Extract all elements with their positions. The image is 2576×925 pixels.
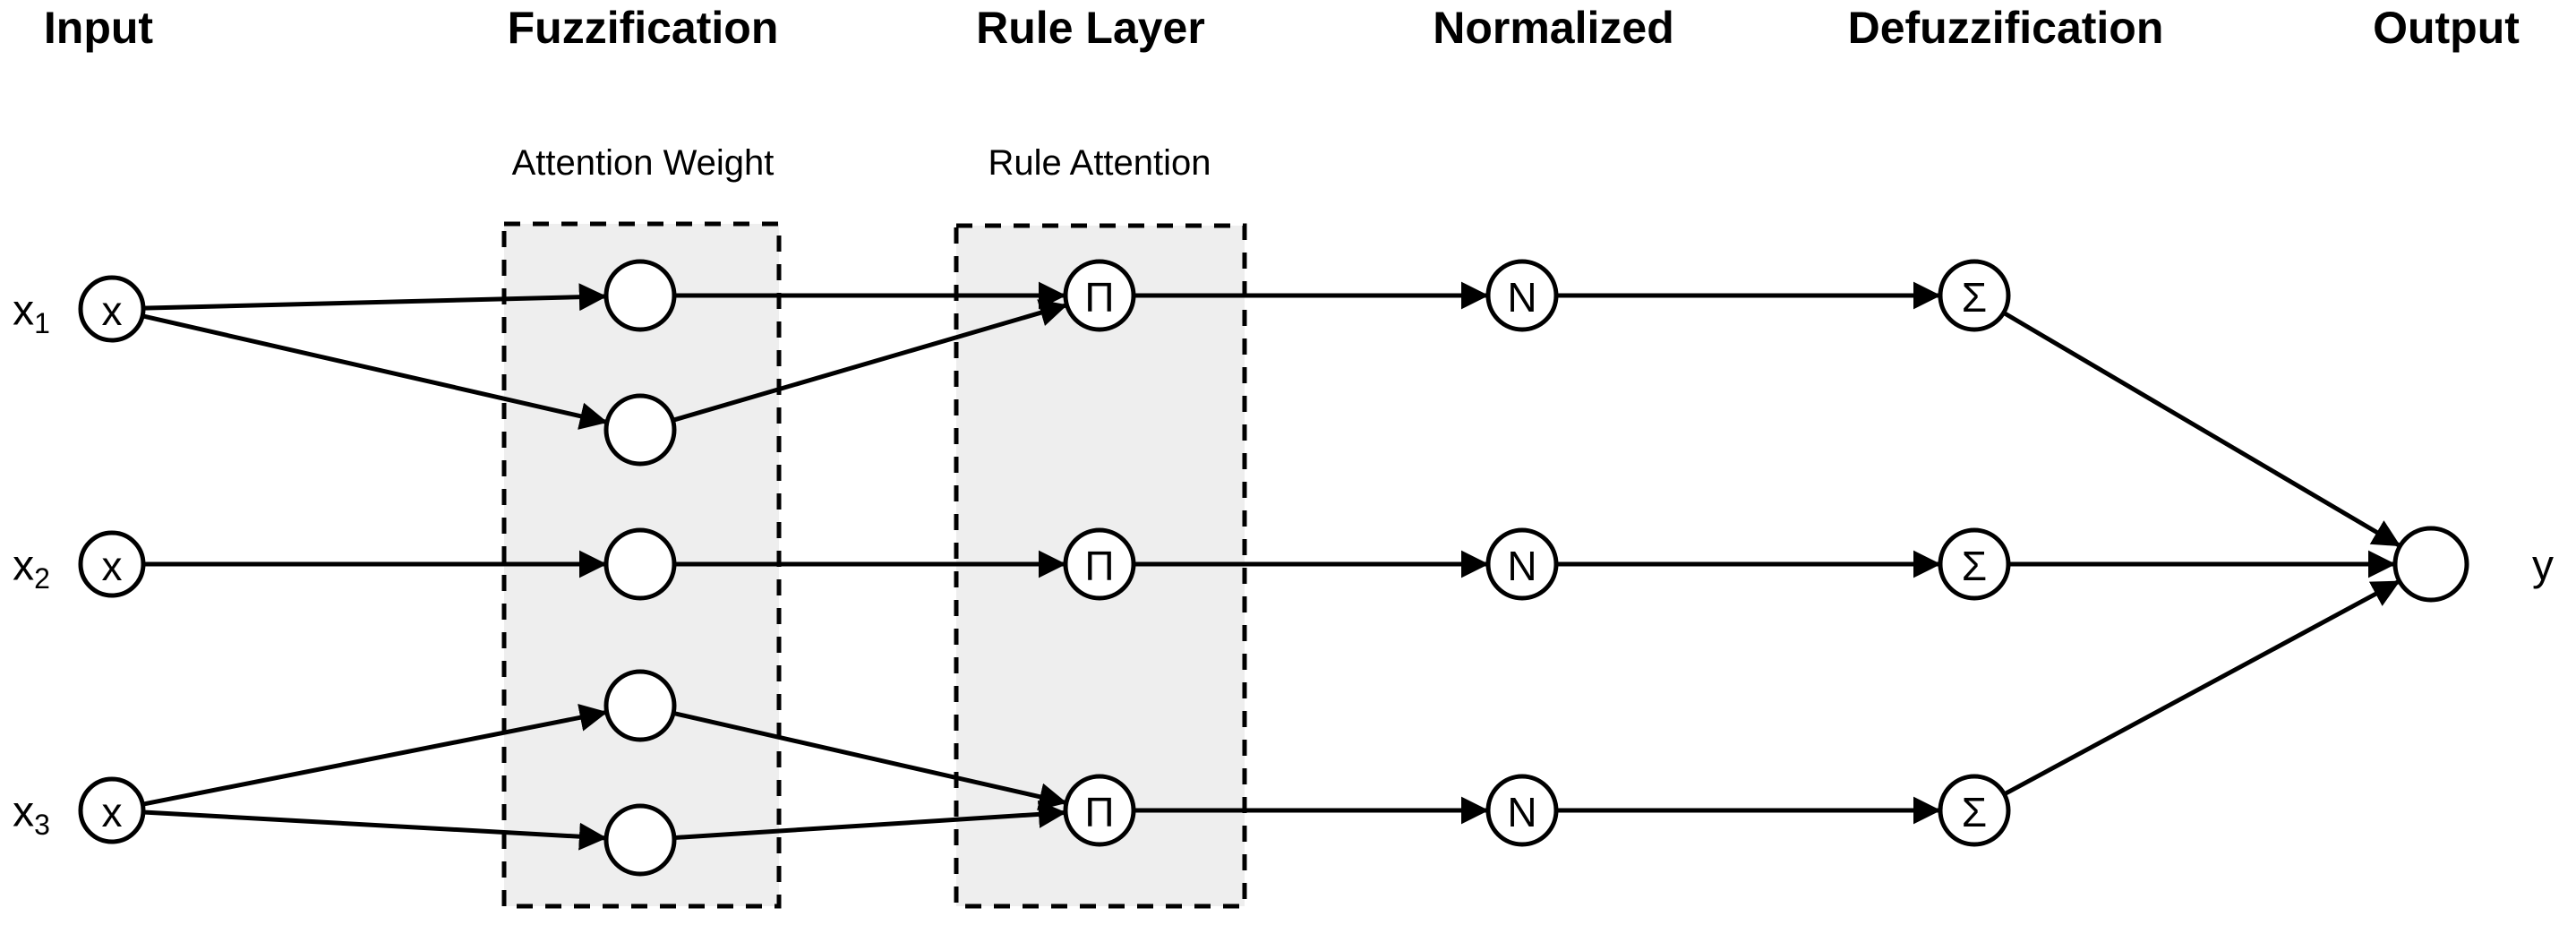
- edges-group: [141, 281, 2401, 851]
- input-label-x1: x1: [13, 287, 50, 340]
- node-n3[interactable]: N: [1485, 774, 1559, 847]
- edge-x1-f2: [141, 313, 608, 430]
- column-header-rule-layer: Rule Layer: [976, 3, 1205, 53]
- node-r2[interactable]: Π: [1063, 527, 1136, 601]
- node-x1[interactable]: x x1: [13, 275, 146, 343]
- node-circle-f2[interactable]: [603, 393, 677, 467]
- node-circle-f4[interactable]: [603, 669, 677, 742]
- edge-x3-f5: [142, 809, 607, 851]
- nodes-group: x x1 x x2 x x3 Π Π Π N N N Σ Σ Σy: [13, 259, 2554, 877]
- node-r3[interactable]: Π: [1063, 774, 1136, 847]
- node-label-r1: Π: [1084, 274, 1114, 321]
- node-circle-f3[interactable]: [603, 527, 677, 601]
- input-label-x2: x2: [13, 543, 50, 595]
- node-label-d3: Σ: [1962, 789, 1987, 835]
- node-f3[interactable]: [603, 527, 677, 601]
- node-circle-x1[interactable]: [78, 275, 146, 343]
- node-circle-r3[interactable]: [1063, 774, 1136, 847]
- column-header-input: Input: [44, 3, 154, 53]
- node-circle-x3[interactable]: [78, 776, 146, 844]
- node-label-x2: x: [102, 543, 123, 589]
- node-circle-f1[interactable]: [603, 259, 677, 332]
- node-d2[interactable]: Σ: [1938, 527, 2011, 601]
- node-label-x3: x: [102, 789, 123, 835]
- node-r1[interactable]: Π: [1063, 259, 1136, 332]
- node-label-n1: N: [1507, 274, 1536, 321]
- node-f2[interactable]: [603, 393, 677, 467]
- node-circle-n2[interactable]: [1485, 527, 1559, 601]
- edge-f2-r1: [672, 299, 1068, 423]
- column-header-fuzzification: Fuzzification: [508, 3, 779, 53]
- node-label-x1: x: [102, 287, 123, 334]
- node-label-r3: Π: [1084, 789, 1114, 835]
- node-label-n2: N: [1507, 543, 1536, 589]
- column-header-output: Output: [2373, 3, 2520, 53]
- node-n2[interactable]: N: [1485, 527, 1559, 601]
- node-circle-r2[interactable]: [1063, 527, 1136, 601]
- node-label-r2: Π: [1084, 543, 1114, 589]
- node-d3[interactable]: Σ: [1938, 774, 2011, 847]
- node-y[interactable]: y: [2392, 526, 2554, 603]
- node-circle-r1[interactable]: [1063, 259, 1136, 332]
- node-n1[interactable]: N: [1485, 259, 1559, 332]
- node-f4[interactable]: [603, 669, 677, 742]
- node-circle-d1[interactable]: [1938, 259, 2011, 332]
- node-x3[interactable]: x x3: [13, 776, 146, 844]
- node-circle-y[interactable]: [2392, 526, 2469, 603]
- node-circle-x2[interactable]: [78, 530, 146, 598]
- edge-x1-f1: [142, 283, 607, 312]
- node-f1[interactable]: [603, 259, 677, 332]
- edge-f5-r3: [673, 800, 1066, 841]
- edge-f4-r3: [672, 711, 1067, 810]
- node-circle-n1[interactable]: [1485, 259, 1559, 332]
- node-circle-f5[interactable]: [603, 803, 677, 877]
- node-circle-n3[interactable]: [1485, 774, 1559, 847]
- input-label-x3: x3: [13, 789, 50, 842]
- node-label-d1: Σ: [1962, 274, 1987, 321]
- node-circle-d3[interactable]: [1938, 774, 2011, 847]
- node-x2[interactable]: x x2: [13, 530, 146, 598]
- headers-group: Input Fuzzification Rule Layer Normalized De…: [44, 3, 2520, 183]
- node-circle-d2[interactable]: [1938, 527, 2011, 601]
- edge-d3-y: [2003, 579, 2401, 797]
- node-label-n3: N: [1507, 789, 1536, 835]
- sub-header-attention-weight: Attention Weight: [512, 143, 775, 183]
- node-label-d2: Σ: [1962, 543, 1987, 589]
- column-header-defuzzification: Defuzzification: [1848, 3, 2164, 53]
- node-f5[interactable]: [603, 803, 677, 877]
- sub-header-rule-attention: Rule Attention: [988, 143, 1211, 183]
- edge-d1-y: [2002, 311, 2401, 548]
- column-header-normalized: Normalized: [1433, 3, 1674, 53]
- output-label-y: y: [2532, 543, 2554, 590]
- node-d1[interactable]: Σ: [1938, 259, 2011, 332]
- edge-x3-f4: [141, 704, 608, 807]
